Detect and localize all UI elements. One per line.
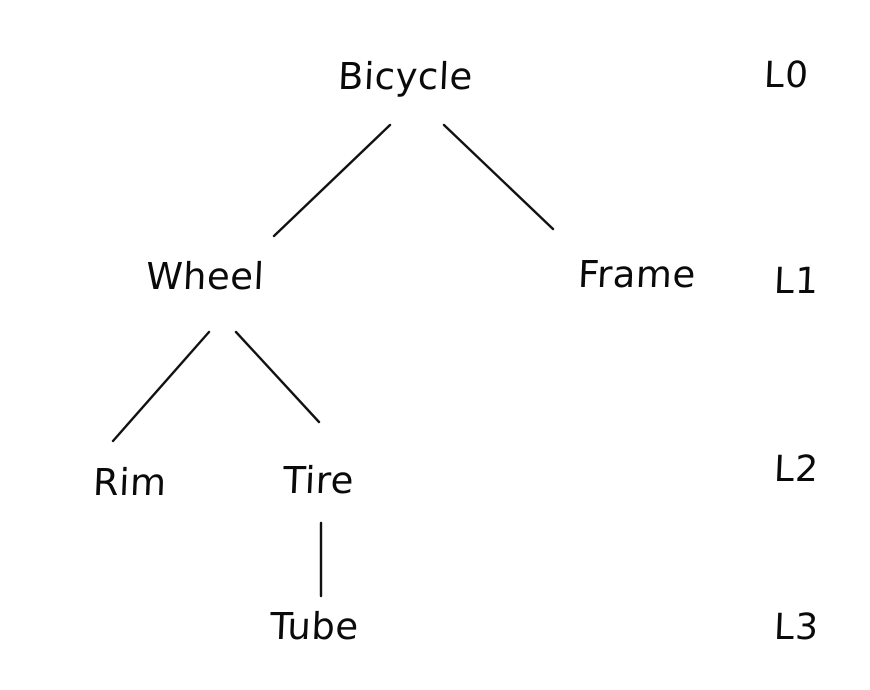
node-rim: Rim [92, 461, 168, 504]
level-label-l1: L1 [773, 261, 820, 302]
level-label-l2: L2 [773, 449, 820, 490]
node-frame: Frame [577, 253, 697, 296]
node-tube: Tube [269, 605, 360, 648]
node-tire: Tire [282, 459, 355, 502]
edge-wheel-tire [234, 330, 321, 424]
edge-wheel-rim [111, 330, 211, 443]
node-wheel: Wheel [145, 255, 266, 298]
edge-bicycle-frame [442, 123, 555, 231]
node-bicycle: Bicycle [337, 55, 474, 98]
level-label-l0: L0 [763, 55, 810, 96]
edge-bicycle-wheel [272, 123, 392, 238]
level-label-l3: L3 [773, 607, 820, 648]
